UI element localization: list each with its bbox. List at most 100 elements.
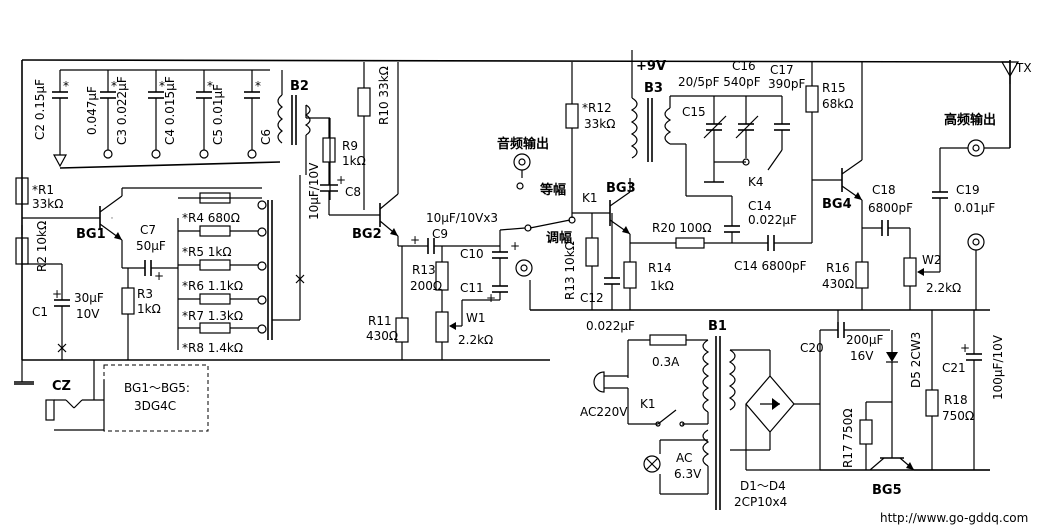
label-r11: R11: [368, 314, 392, 328]
label-mod-amp: 调幅: [546, 230, 572, 246]
label-c2: C2 0.15μF: [33, 79, 47, 140]
label-c8v: 10μF/10V: [307, 162, 321, 220]
label-bg2: BG2: [352, 227, 382, 242]
label-r1v: 33kΩ: [32, 197, 63, 211]
label-r4: *R4 680Ω: [182, 211, 240, 225]
label-r3: R3: [137, 287, 153, 301]
svg-text:*: *: [111, 79, 117, 93]
label-b2: B2: [290, 79, 309, 94]
cap-c3: [100, 70, 116, 159]
label-c4: C4 0.015μF: [163, 76, 177, 145]
label-k4: K4: [748, 175, 764, 189]
audio-output-stage: + + +: [410, 153, 576, 360]
bg4-stage: [805, 61, 1020, 310]
svg-text:*: *: [159, 79, 165, 93]
label-bg4: BG4: [822, 197, 852, 212]
label-c1: C1: [32, 305, 48, 319]
resistor-ladder: [178, 175, 305, 340]
source-url: http://www.go-gddq.com: [880, 511, 1028, 525]
label-c14a: C14: [748, 199, 772, 213]
label-r11v: 430Ω: [366, 329, 398, 343]
label-r20: R20 100Ω: [652, 221, 712, 235]
label-r16v: 430Ω: [822, 277, 854, 291]
label-c1v2: 10V: [76, 307, 100, 321]
label-c10: C10: [460, 247, 484, 261]
capacitor-bank: * * * * *: [52, 69, 281, 169]
label-r17: R17 750Ω: [841, 409, 855, 469]
svg-text:*: *: [255, 79, 261, 93]
label-r3v: 1kΩ: [137, 302, 161, 316]
label-r9v: 1kΩ: [342, 154, 366, 168]
label-w1: W1: [466, 311, 486, 325]
label-r18v: 750Ω: [942, 409, 974, 423]
label-c14b: C14 6800pF: [734, 259, 807, 273]
label-bg1: BG1: [76, 227, 106, 242]
power-supply: +: [593, 310, 990, 510]
label-c16: C16: [732, 59, 756, 73]
cap-c2: [52, 70, 68, 168]
label-c8: C8: [345, 185, 361, 199]
svg-text:+: +: [960, 341, 970, 355]
label-c19v: 0.01μF: [954, 201, 995, 215]
label-9v: +9V: [636, 59, 666, 74]
label-b1: B1: [708, 319, 727, 334]
label-bg5: BG5: [872, 483, 902, 498]
label-r14v: 1kΩ: [650, 279, 674, 293]
label-audio-out: 音频输出: [497, 136, 549, 152]
label-r15: R15: [822, 81, 846, 95]
label-c12v: 0.022μF: [586, 319, 635, 333]
transformer-b2: [277, 70, 331, 200]
svg-text:+: +: [410, 233, 420, 247]
label-c19: C19: [956, 183, 980, 197]
label-c9v: 10μF/10Vx3: [426, 211, 498, 225]
label-r5: *R5 1kΩ: [182, 245, 232, 259]
label-c9: C9: [432, 227, 448, 241]
svg-text:+: +: [52, 287, 62, 301]
label-c17: C17: [770, 63, 794, 77]
label-r9: R9: [342, 139, 358, 153]
label-bg3: BG3: [606, 181, 636, 196]
cz-jack: [14, 360, 209, 432]
label-equal-amp: 等幅: [539, 182, 566, 198]
svg-text:+: +: [336, 173, 346, 187]
label-r10: R10 33kΩ: [377, 66, 391, 125]
cap-c6: [244, 70, 260, 159]
label-d1d4v: 2CP10x4: [734, 495, 787, 509]
label-r1: *R1: [32, 183, 54, 197]
label-b3: B3: [644, 81, 663, 96]
label-r2: R2 10kΩ: [35, 221, 49, 272]
label-r8: *R8 1.4kΩ: [182, 341, 243, 355]
label-r15v: 68kΩ: [822, 97, 853, 111]
label-ac63: 6.3V: [674, 467, 702, 481]
label-c7: C7: [140, 223, 156, 237]
label-r14: R14: [648, 261, 672, 275]
label-c20: C20: [800, 341, 824, 355]
svg-text:+: +: [510, 239, 520, 253]
bg2-stage: +: [320, 62, 420, 360]
label-r12v: 33kΩ: [584, 117, 615, 131]
label-r6: *R6 1.1kΩ: [182, 279, 243, 293]
label-k1: K1: [582, 191, 598, 205]
label-c11: C11: [460, 281, 484, 295]
transformer-b3: [630, 50, 790, 197]
label-c18v: 6800pF: [868, 201, 913, 215]
cap-c5: [196, 70, 212, 159]
bg3-stage: [565, 62, 812, 310]
svg-text:*: *: [63, 79, 69, 93]
label-bgall: BG1～BG5:: [124, 381, 190, 395]
label-fuse: 0.3A: [652, 355, 680, 369]
label-r18: R18: [944, 393, 968, 407]
label-c18: C18: [872, 183, 896, 197]
svg-text:+: +: [486, 291, 496, 305]
label-c17v: 390pF: [768, 77, 806, 91]
bg1-stage: + +: [15, 177, 262, 360]
label-d1d4: D1～D4: [740, 479, 786, 493]
label-c3: C3 0.022μF: [115, 76, 129, 145]
label-c20v: 200μF: [846, 333, 884, 347]
label-c1v: 30μF: [74, 291, 104, 305]
label-rf-out: 高频输出: [944, 112, 996, 128]
label-bgtype: 3DG4C: [134, 399, 176, 413]
label-c14av: 0.022μF: [748, 213, 797, 227]
label-r13av: 200Ω: [410, 279, 442, 293]
label-c21: C21: [942, 361, 966, 375]
